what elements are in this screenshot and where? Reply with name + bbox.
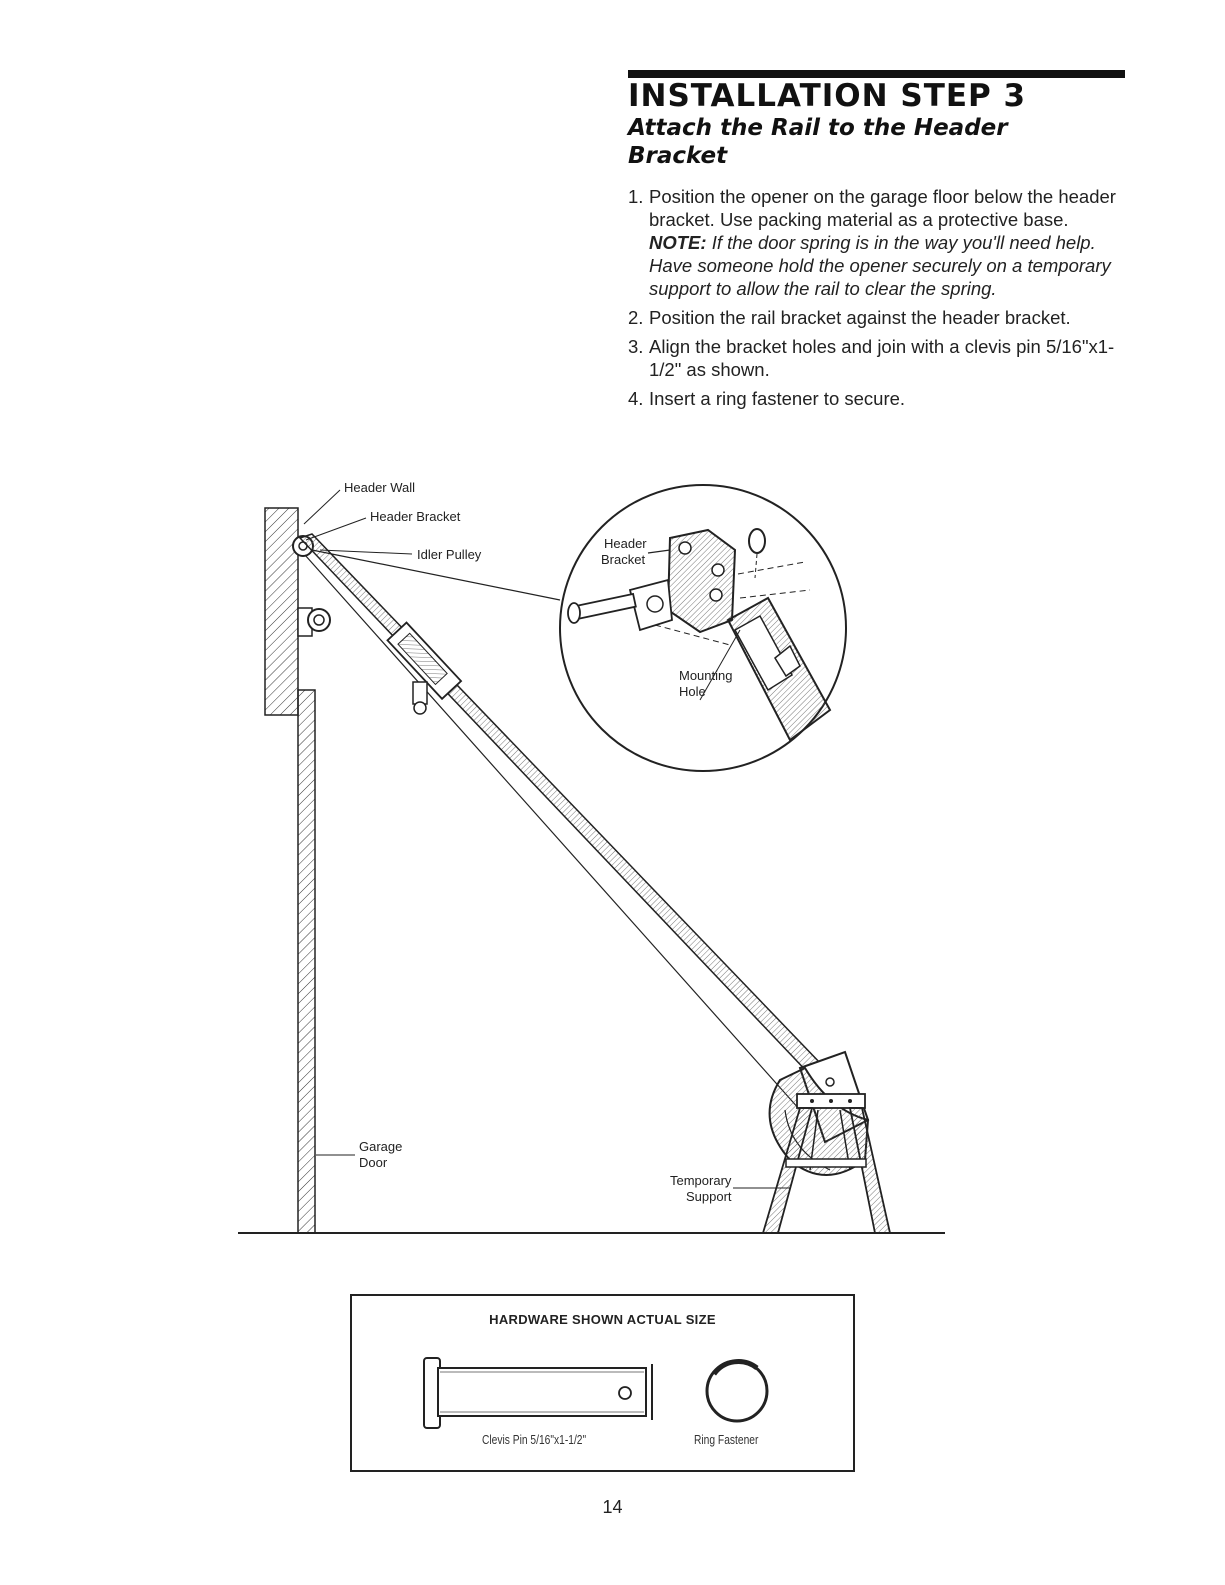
trolley	[386, 621, 463, 701]
hardware-title: HARDWARE SHOWN ACTUAL SIZE	[489, 1312, 716, 1327]
step-subtitle: Attach the Rail to the Header Bracket	[628, 115, 1008, 169]
step-title: INSTALLATION STEP 3	[628, 78, 1027, 114]
instruction-number: 4.	[628, 388, 644, 409]
clevis-pin	[423, 1357, 653, 1429]
hardware-art	[423, 1357, 769, 1429]
label-idler-pulley: Idler Pulley	[417, 547, 482, 562]
note-text: If the door spring is in the way you'll …	[649, 232, 1111, 299]
installation-diagram: Header Wall Header Bracket Idler Pulley …	[238, 480, 945, 1234]
instruction-item: 3. Align the bracket holes and join with…	[628, 335, 1125, 381]
inset-label-mounting-hole: Mounting	[679, 668, 732, 683]
title-rule	[628, 70, 1125, 78]
label-header-wall: Header Wall	[344, 480, 415, 495]
label-temporary-support: Temporary	[670, 1173, 732, 1188]
label-garage-door: Garage	[359, 1139, 402, 1154]
instruction-list: 1. Position the opener on the garage flo…	[628, 185, 1125, 416]
inset-clevis-pin	[567, 592, 637, 624]
inset-rail	[699, 596, 832, 742]
note-label: NOTE:	[649, 232, 707, 253]
label-garage-door: Door	[359, 1155, 388, 1170]
clevis-pin-label: Clevis Pin 5/16"x1-1/2"	[482, 1433, 587, 1447]
instruction-number: 2.	[628, 307, 644, 328]
inset-label-mounting-hole: Hole	[679, 684, 706, 699]
ring-fastener	[705, 1359, 769, 1423]
inset-label-header-bracket: Bracket	[601, 552, 645, 567]
instruction-text: Position the rail bracket against the he…	[649, 307, 1071, 328]
instruction-item: 4. Insert a ring fastener to secure.	[628, 387, 1125, 410]
inset-ring-fastener	[748, 528, 766, 554]
header-wall	[264, 507, 299, 716]
instruction-item: 2. Position the rail bracket against the…	[628, 306, 1125, 329]
instruction-text: Align the bracket holes and join with a …	[649, 336, 1115, 380]
hardware-box: HARDWARE SHOWN ACTUAL SIZE Clevis Pin 5/…	[350, 1294, 855, 1472]
ring-fastener-label: Ring Fastener	[694, 1433, 759, 1447]
label-temporary-support: Support	[686, 1189, 732, 1204]
inset-header-bracket	[628, 528, 737, 634]
garage-door	[297, 689, 316, 1234]
instruction-number: 3.	[628, 336, 644, 357]
instruction-text: Insert a ring fastener to secure.	[649, 388, 906, 409]
instruction-text: Position the opener on the garage floor …	[649, 186, 1116, 230]
label-header-bracket: Header Bracket	[370, 509, 461, 524]
trolley-knob	[412, 681, 428, 705]
instruction-number: 1.	[628, 186, 644, 207]
temporary-support	[761, 1093, 892, 1234]
page-number: 14	[602, 1497, 623, 1517]
instruction-item: 1. Position the opener on the garage flo…	[628, 185, 1125, 300]
inset-label-header-bracket: Header	[604, 536, 647, 551]
